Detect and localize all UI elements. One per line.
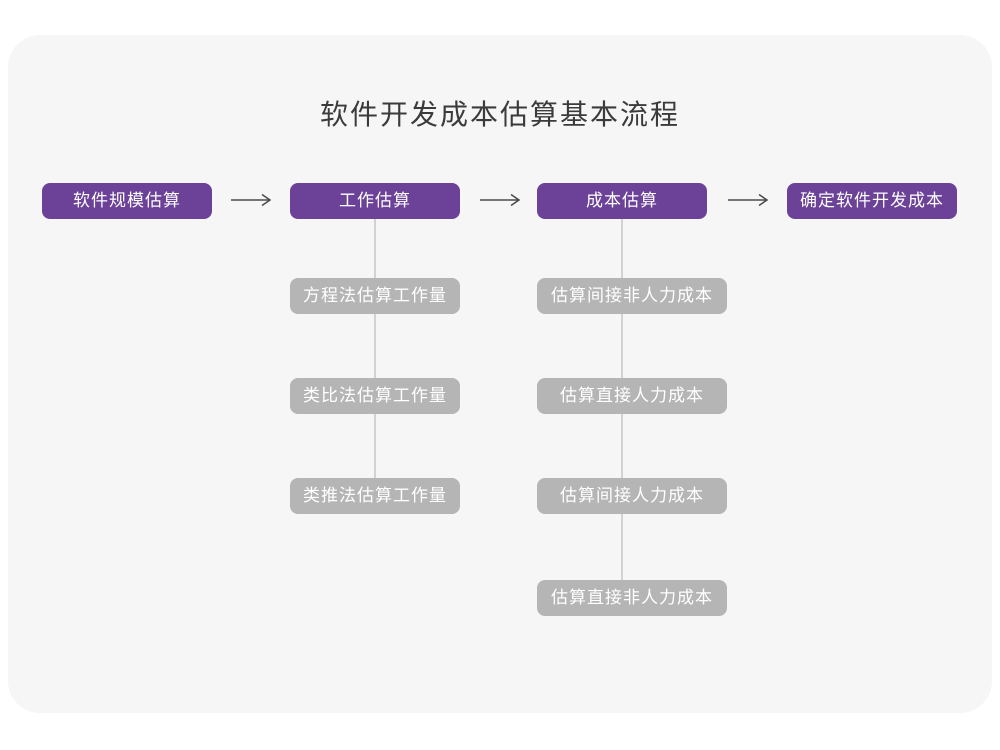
right-arrow-icon — [231, 193, 272, 207]
stage-box-work-estimation: 工作估算 — [290, 183, 460, 219]
flowchart-card — [8, 35, 992, 713]
substep-equation-method-workload: 方程法估算工作量 — [290, 278, 460, 314]
page-title: 软件开发成本估算基本流程 — [319, 99, 680, 130]
substep-direct-non-labor-cost: 估算直接非人力成本 — [537, 580, 727, 616]
substep-indirect-labor-cost: 估算间接人力成本 — [537, 478, 727, 514]
connector-line-work-estimation — [374, 219, 376, 481]
stage-box-determine-development-cost: 确定软件开发成本 — [787, 183, 957, 219]
right-arrow-icon — [480, 193, 521, 207]
right-arrow-icon — [728, 193, 769, 207]
stage-box-software-scale-estimation: 软件规模估算 — [42, 183, 212, 219]
substep-direct-labor-cost: 估算直接人力成本 — [537, 378, 727, 414]
substep-indirect-non-labor-cost: 估算间接非人力成本 — [537, 278, 727, 314]
substep-analogy-method-workload: 类比法估算工作量 — [290, 378, 460, 414]
stage-box-cost-estimation: 成本估算 — [537, 183, 707, 219]
substep-extrapolation-method-workload: 类推法估算工作量 — [290, 478, 460, 514]
